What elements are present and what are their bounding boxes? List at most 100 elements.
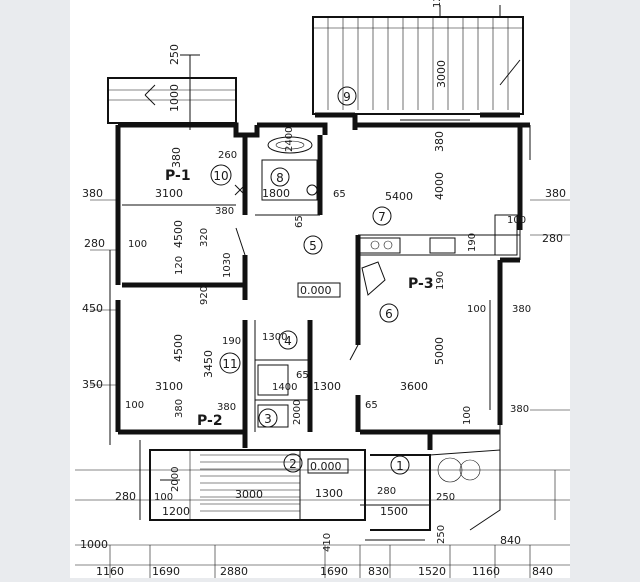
svg-text:1000: 1000: [168, 84, 181, 112]
level-hall: 0.000: [300, 284, 332, 297]
svg-text:4500: 4500: [172, 334, 185, 362]
svg-text:100: 100: [507, 215, 526, 226]
svg-text:100: 100: [125, 400, 144, 411]
svg-text:65: 65: [294, 215, 305, 228]
fixtures: [234, 136, 518, 483]
svg-text:4500: 4500: [172, 220, 185, 248]
svg-text:5: 5: [309, 239, 317, 253]
svg-text:840: 840: [500, 534, 521, 547]
svg-text:2000: 2000: [292, 400, 303, 425]
dimension-lines: [75, 199, 570, 578]
svg-text:280: 280: [377, 486, 396, 497]
svg-text:350: 350: [82, 378, 103, 391]
svg-text:830: 830: [368, 565, 389, 578]
room-marker-7: 7: [372, 206, 392, 226]
room-marker-4: 4: [278, 330, 298, 350]
svg-text:1300: 1300: [313, 380, 341, 393]
room-marker-9: 9: [337, 86, 357, 106]
svg-text:65: 65: [333, 189, 346, 200]
svg-text:7: 7: [378, 210, 386, 224]
svg-text:1400: 1400: [272, 382, 297, 393]
svg-text:250: 250: [168, 44, 181, 65]
svg-text:10: 10: [213, 169, 228, 183]
svg-text:3000: 3000: [235, 488, 263, 501]
svg-text:450: 450: [82, 302, 103, 315]
svg-text:380: 380: [512, 304, 531, 315]
svg-text:280: 280: [542, 232, 563, 245]
room-marker-3: 3: [258, 408, 278, 428]
svg-text:190: 190: [467, 233, 478, 252]
svg-text:250: 250: [436, 492, 455, 503]
svg-text:380: 380: [170, 147, 183, 168]
svg-text:100: 100: [462, 406, 473, 425]
svg-text:1690: 1690: [320, 565, 348, 578]
room-number-markers: 1 2 3 4 5 6 7 8 9 10 11: [210, 86, 410, 475]
svg-text:380: 380: [510, 404, 529, 415]
svg-text:840: 840: [532, 565, 553, 578]
svg-text:2880: 2880: [220, 565, 248, 578]
svg-text:1160: 1160: [472, 565, 500, 578]
svg-text:1200: 1200: [162, 505, 190, 518]
room-label-p2: P-2: [197, 413, 223, 429]
svg-text:3100: 3100: [155, 380, 183, 393]
svg-text:380: 380: [174, 399, 185, 418]
svg-text:320: 320: [199, 228, 210, 247]
svg-text:100: 100: [154, 492, 173, 503]
svg-text:1030: 1030: [222, 253, 233, 278]
balcony: [312, 5, 524, 115]
svg-text:190: 190: [222, 336, 241, 347]
svg-text:6: 6: [385, 307, 393, 321]
svg-text:1500: 1500: [380, 505, 408, 518]
svg-text:380: 380: [545, 187, 566, 200]
svg-text:2000: 2000: [170, 467, 181, 492]
svg-text:4: 4: [284, 334, 292, 348]
paper-sheet: [70, 0, 570, 578]
svg-text:12: 12: [432, 0, 443, 8]
svg-text:2400: 2400: [284, 127, 295, 152]
svg-text:260: 260: [218, 150, 237, 161]
svg-text:8: 8: [276, 171, 284, 185]
svg-text:410: 410: [322, 533, 333, 552]
svg-text:280: 280: [84, 237, 105, 250]
room-label-p3: P-3: [408, 276, 434, 292]
dimension-labels: 250 1000 12 3000 380 260 2400 380 3100 1…: [80, 0, 566, 578]
svg-text:120: 120: [174, 256, 185, 275]
room-marker-11: 11: [219, 352, 241, 374]
svg-text:190: 190: [435, 271, 446, 290]
room-marker-6: 6: [379, 303, 399, 323]
svg-text:1: 1: [396, 459, 404, 473]
room-marker-5: 5: [303, 235, 323, 255]
svg-text:100: 100: [128, 239, 147, 250]
svg-text:4000: 4000: [433, 172, 446, 200]
svg-text:1520: 1520: [418, 565, 446, 578]
svg-text:3450: 3450: [202, 350, 215, 378]
svg-text:380: 380: [215, 206, 234, 217]
svg-text:11: 11: [222, 357, 237, 371]
svg-text:380: 380: [433, 131, 446, 152]
svg-text:3600: 3600: [400, 380, 428, 393]
svg-text:65: 65: [365, 400, 378, 411]
svg-text:250: 250: [436, 525, 447, 544]
room-label-p1: P-1: [165, 168, 191, 184]
svg-text:380: 380: [217, 402, 236, 413]
svg-text:65: 65: [296, 370, 309, 381]
svg-text:1160: 1160: [96, 565, 124, 578]
svg-text:280: 280: [115, 490, 136, 503]
svg-text:380: 380: [82, 187, 103, 200]
room-labels: P-1 P-2 P-3 0.000 0.000: [165, 168, 434, 474]
svg-text:2: 2: [289, 457, 297, 471]
level-entry: 0.000: [310, 460, 342, 473]
left-balcony: [107, 54, 237, 130]
svg-text:1300: 1300: [262, 332, 287, 343]
room-marker-10: 10: [210, 164, 232, 186]
svg-text:920: 920: [199, 286, 210, 305]
room-marker-8: 8: [270, 167, 290, 187]
svg-text:3100: 3100: [155, 187, 183, 200]
room-marker-1: 1: [390, 455, 410, 475]
svg-text:1690: 1690: [152, 565, 180, 578]
svg-text:9: 9: [343, 90, 351, 104]
inner-walls: [122, 135, 520, 432]
outer-walls: [109, 112, 531, 541]
